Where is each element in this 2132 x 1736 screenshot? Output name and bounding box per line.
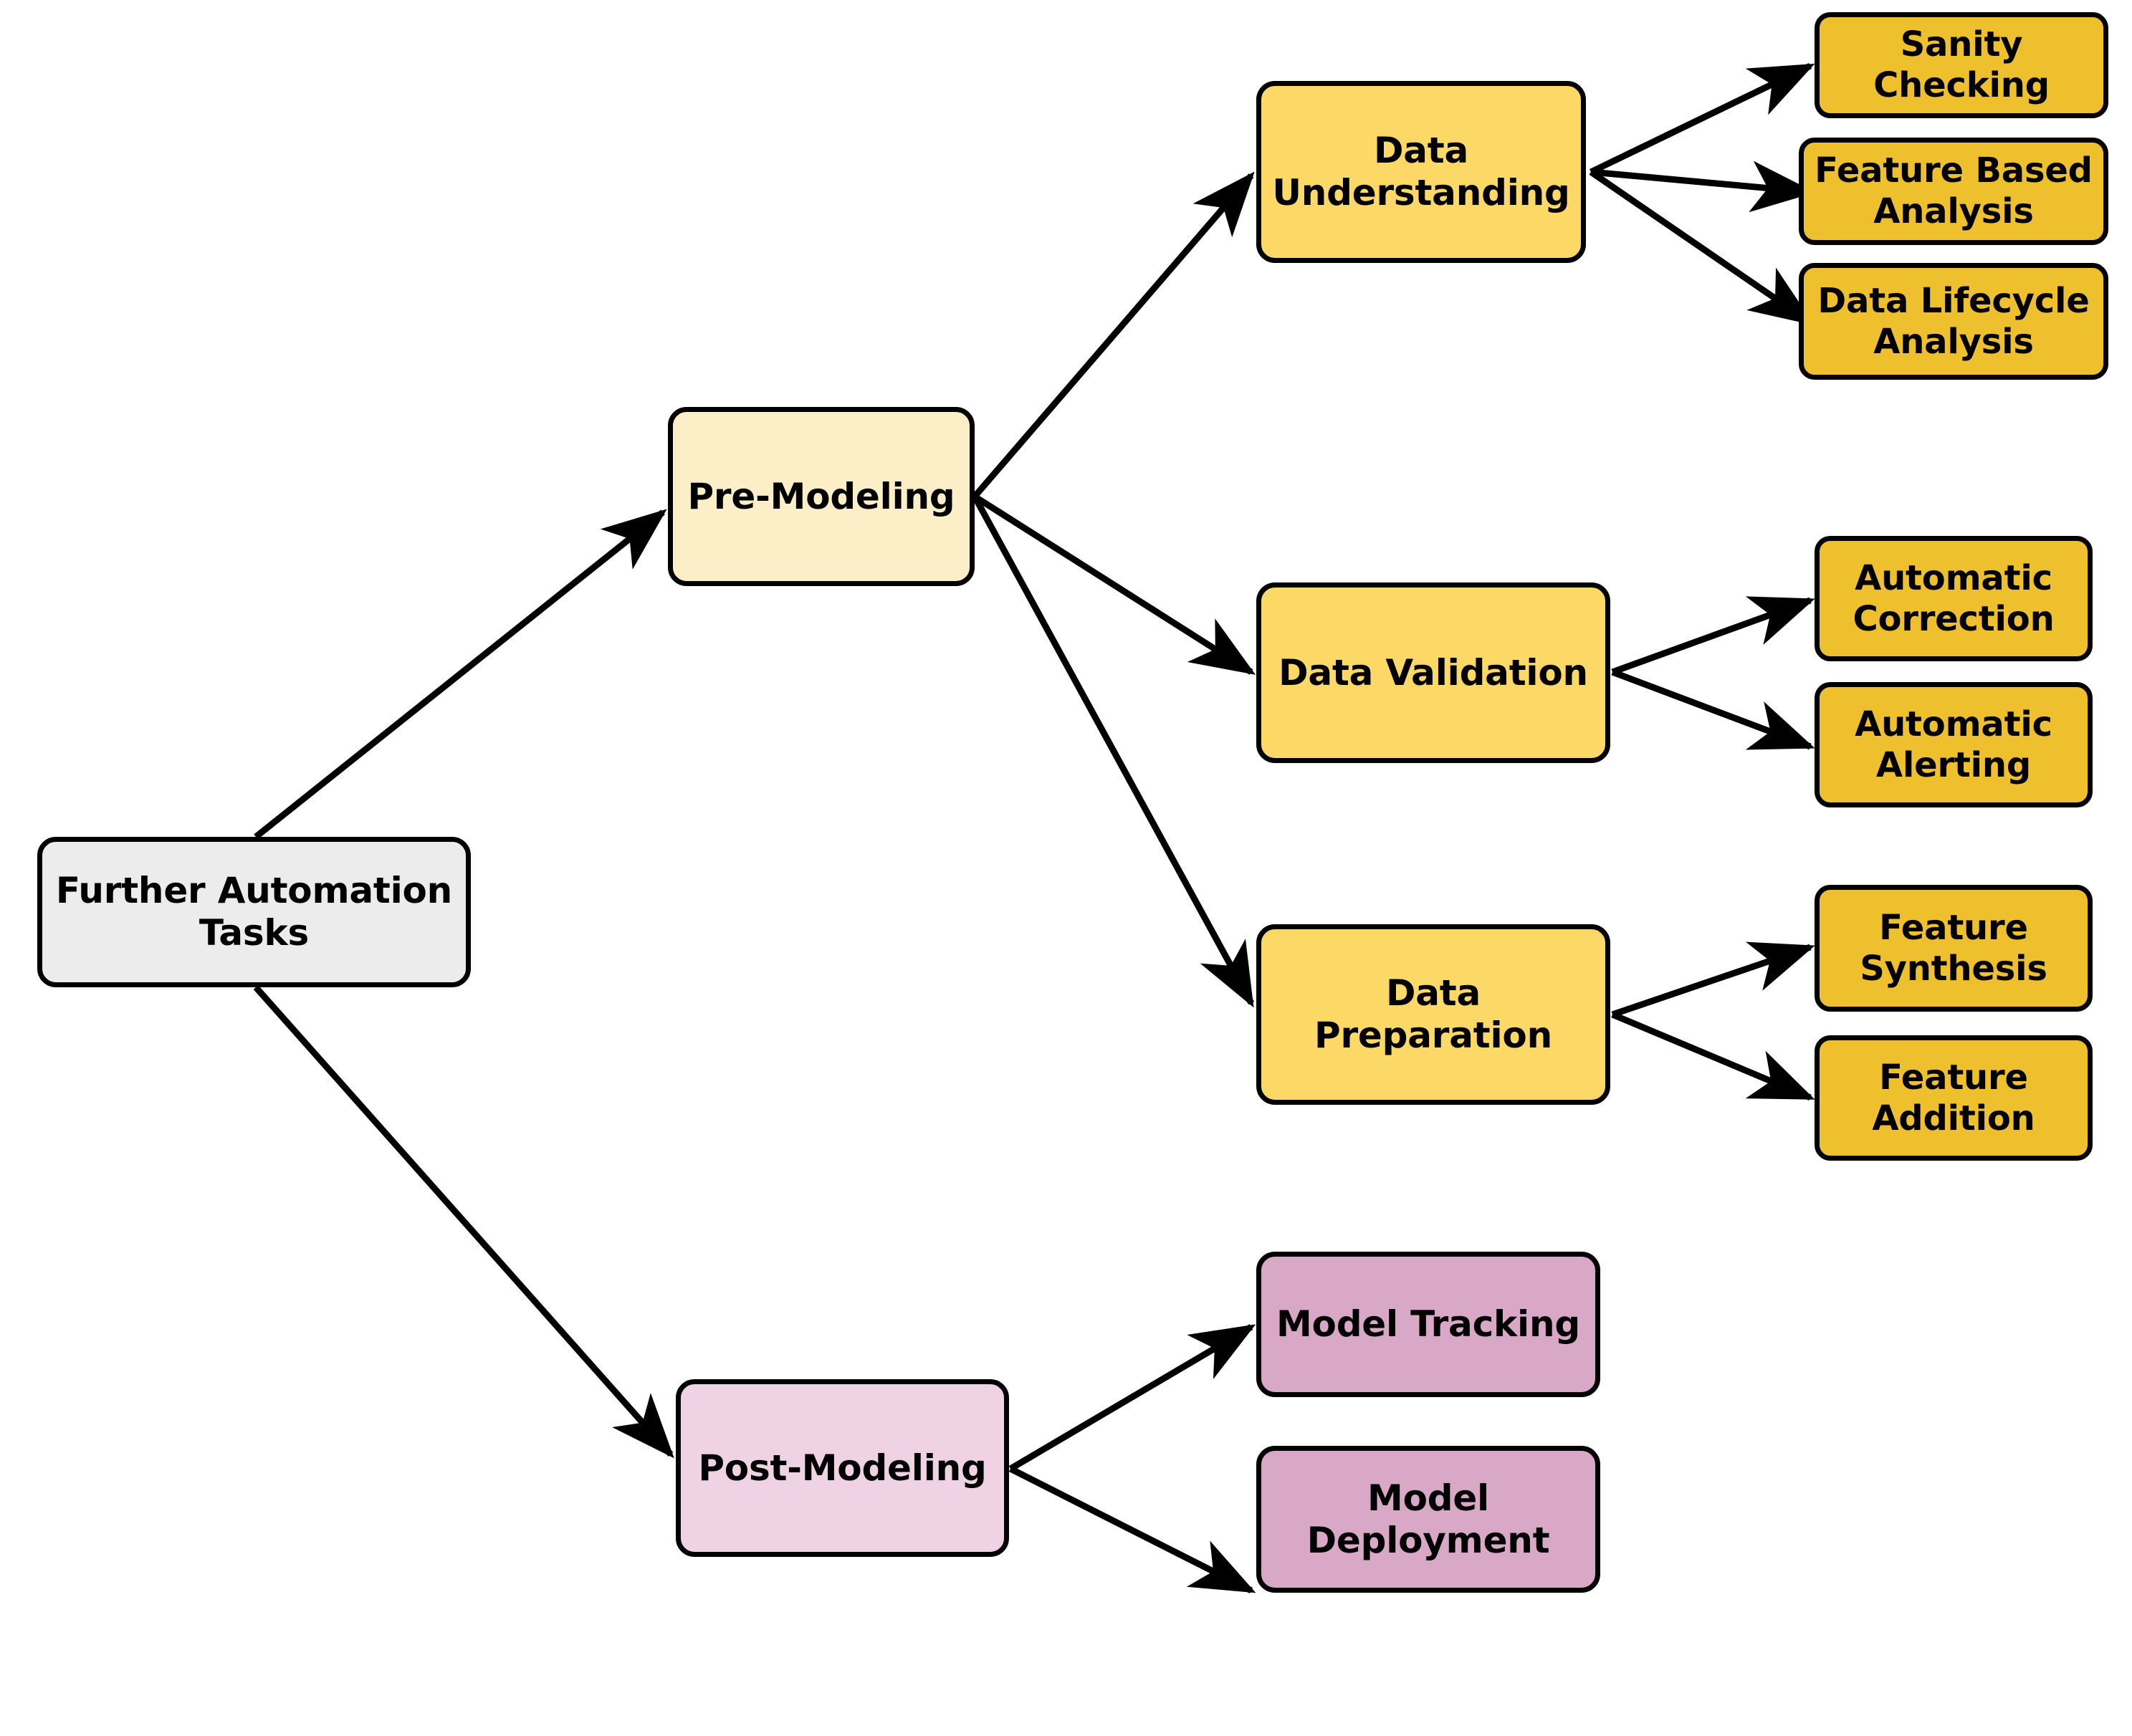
node-post-modeling[interactable]: Post-Modeling	[676, 1379, 1009, 1557]
node-label: Model Deployment	[1306, 1477, 1550, 1561]
edge-pre-modeling-to-data-understanding	[972, 171, 1255, 499]
node-label: Data Understanding	[1272, 130, 1570, 214]
node-data-preparation[interactable]: Data Preparation	[1256, 924, 1610, 1105]
edge-root-to-pre-modeling	[254, 509, 667, 840]
edge-pre-modeling-to-data-preparation	[972, 494, 1254, 1008]
node-automatic-correction[interactable]: Automatic Correction	[1815, 536, 2093, 661]
node-label: Model Tracking	[1276, 1303, 1580, 1345]
node-label: Post-Modeling	[698, 1447, 987, 1489]
node-data-validation[interactable]: Data Validation	[1256, 582, 1610, 763]
edge-pre-modeling-to-data-validation	[972, 494, 1256, 675]
edge-post-modeling-to-model-tracking	[1008, 1324, 1256, 1472]
node-label: Pre-Modeling	[687, 475, 955, 517]
node-feature-addition[interactable]: Feature Addition	[1815, 1035, 2093, 1161]
node-label: Data Lifecycle Analysis	[1817, 280, 2090, 362]
node-label: Feature Synthesis	[1860, 907, 2047, 989]
node-model-deployment[interactable]: Model Deployment	[1256, 1446, 1600, 1593]
node-sanity-checking[interactable]: Sanity Checking	[1815, 12, 2108, 118]
node-label: Sanity Checking	[1873, 24, 2050, 105]
node-label: Further Automation Tasks	[55, 870, 453, 954]
node-feature-synthesis[interactable]: Feature Synthesis	[1815, 885, 2093, 1012]
node-feature-based-analysis[interactable]: Feature Based Analysis	[1799, 138, 2108, 245]
node-label: Automatic Alerting	[1855, 704, 2052, 785]
node-data-understanding[interactable]: Data Understanding	[1256, 81, 1586, 263]
node-label: Feature Addition	[1872, 1057, 2035, 1138]
edge-data-preparation-to-feature-synthesis	[1611, 941, 1815, 1018]
edge-data-understanding-to-sanity-checking	[1590, 62, 1815, 176]
node-pre-modeling[interactable]: Pre-Modeling	[668, 407, 975, 586]
edge-post-modeling-to-model-deployment	[1008, 1465, 1256, 1594]
edge-data-understanding-to-data-lifecycle-analysis	[1589, 169, 1815, 326]
edge-data-validation-to-automatic-alerting	[1611, 668, 1815, 750]
node-label: Feature Based Analysis	[1815, 150, 2093, 231]
node-automatic-alerting[interactable]: Automatic Alerting	[1815, 682, 2093, 807]
node-model-tracking[interactable]: Model Tracking	[1256, 1252, 1600, 1397]
node-label: Data Preparation	[1314, 972, 1552, 1056]
edge-data-validation-to-automatic-correction	[1611, 596, 1815, 676]
node-further-automation-tasks[interactable]: Further Automation Tasks	[37, 837, 471, 987]
node-data-lifecycle-analysis[interactable]: Data Lifecycle Analysis	[1799, 263, 2108, 380]
edge-root-to-post-modeling	[253, 985, 674, 1459]
edge-data-understanding-to-feature-based-analysis	[1590, 160, 1816, 213]
node-label: Automatic Correction	[1853, 557, 2055, 639]
node-label: Data Validation	[1278, 651, 1588, 694]
edge-data-preparation-to-feature-addition	[1611, 1011, 1815, 1101]
